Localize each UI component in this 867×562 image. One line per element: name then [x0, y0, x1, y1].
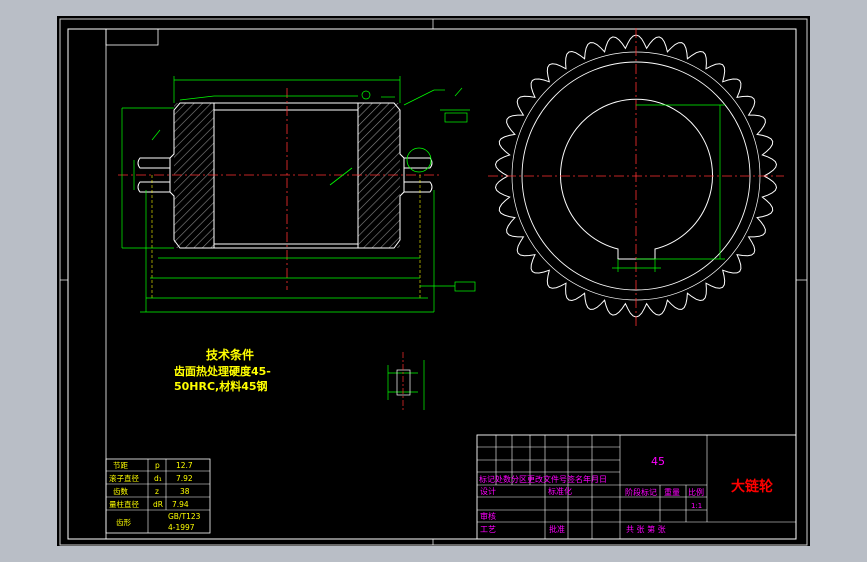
param-name-3: 齿数 [113, 486, 128, 496]
title-block: 标记处数分区更改文件号签名年月日 设计 标准化 审核 工艺 批准 阶段标记 重量… [476, 434, 797, 540]
parameter-table: 节距 p 12.7 滚子直径 d₁ 7.92 齿数 z 38 量柱直径 dR 7… [105, 458, 211, 534]
param-value-5b: 4-1997 [168, 523, 195, 532]
param-symbol-2: d₁ [154, 474, 162, 483]
param-name-5: 齿形 [116, 518, 131, 527]
section-hatch-left [174, 103, 214, 248]
label-scale: 比例 [688, 487, 704, 497]
tooth-right [404, 157, 433, 193]
param-symbol-1: p [155, 461, 160, 470]
sprocket-view [488, 28, 784, 326]
material-value: 45 [651, 455, 665, 468]
param-value-2: 7.92 [176, 474, 193, 483]
param-value-3: 38 [180, 487, 190, 496]
label-design: 设计 [480, 486, 496, 496]
param-value-5a: GB/T123 [168, 512, 201, 521]
section-arrow [329, 167, 353, 186]
param-symbol-4: dR [153, 500, 163, 509]
label-stage-mark: 阶段标记 [625, 487, 657, 497]
label-standardization: 标准化 [548, 486, 572, 496]
part-name: 大链轮 [731, 478, 773, 495]
label-check: 审核 [480, 511, 496, 521]
section-view [118, 88, 440, 300]
bore-with-keyway [560, 98, 713, 260]
tooth-profile-detail [387, 352, 425, 410]
revision-header: 标记处数分区更改文件号签名年月日 [479, 474, 607, 484]
param-name-1: 节距 [113, 461, 128, 470]
param-name-4: 量柱直径 [109, 499, 139, 509]
detail-circle [406, 147, 432, 173]
requirements-line-2: 50HRC,材料45钢 [174, 379, 268, 393]
label-weight: 重量 [664, 487, 680, 497]
technical-requirements: 技术条件 齿面热处理硬度45- 50HRC,材料45钢 [174, 347, 271, 393]
drawing-sheet [57, 16, 810, 546]
label-process: 工艺 [480, 525, 496, 534]
drawing-number-box [105, 28, 159, 46]
param-symbol-3: z [155, 487, 159, 496]
section-hatch-right [358, 103, 400, 248]
label-sheets: 共 张 第 张 [626, 524, 666, 534]
label-approve: 批准 [549, 524, 565, 534]
section-dimensions [121, 76, 476, 313]
param-value-4: 7.94 [172, 500, 189, 509]
hub-outline [169, 102, 405, 249]
outer-frame [59, 18, 808, 546]
param-name-2: 滚子直径 [109, 473, 139, 483]
scale-value: 1:1 [691, 502, 702, 510]
requirements-line-1: 齿面热处理硬度45- [174, 364, 271, 378]
tooth-left [137, 157, 170, 193]
inner-frame [67, 28, 797, 540]
param-value-1: 12.7 [176, 461, 193, 470]
requirements-title: 技术条件 [206, 347, 254, 362]
